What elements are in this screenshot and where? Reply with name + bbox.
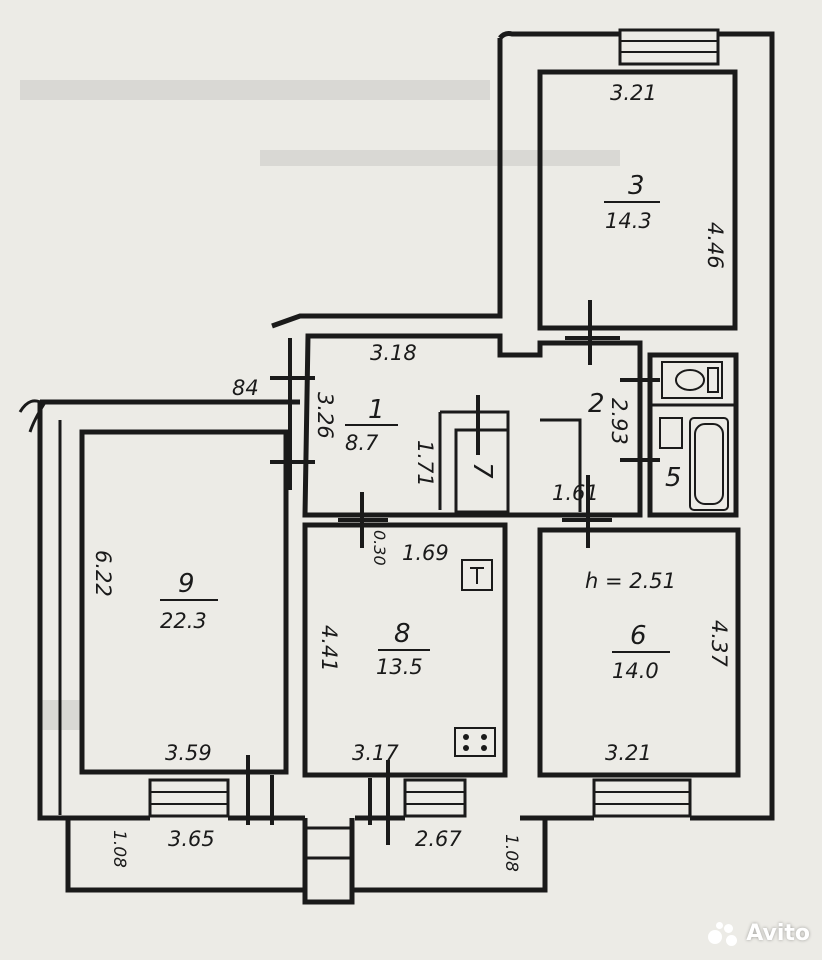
- room-9-width: 3.59: [165, 741, 212, 765]
- room-8-number: 8: [394, 619, 411, 649]
- room-3-outline: [537, 69, 738, 331]
- door-marks: [246, 300, 660, 845]
- room-9-length: 6.22: [91, 550, 115, 597]
- room-2-number: 2: [588, 389, 605, 419]
- room-2-side: 2.93: [607, 398, 631, 445]
- room-3-width: 3.21: [610, 81, 657, 105]
- avito-wordmark: Avito: [746, 921, 810, 946]
- room-9-area: 22.3: [160, 609, 207, 633]
- room-6-width: 3.21: [605, 741, 652, 765]
- room-8-outline: [302, 522, 508, 778]
- balcony-left-width: 3.65: [168, 827, 215, 851]
- room-5-outline: [647, 352, 739, 518]
- room-3-length: 4.46: [703, 222, 727, 269]
- bathtub-icon: [659, 417, 729, 511]
- room-1-right: 1.71: [413, 440, 437, 487]
- room-1-area: 8.7: [345, 431, 379, 455]
- room-1-outline: [302, 333, 643, 518]
- room-7-number: 7: [467, 462, 497, 479]
- wall-break-mark: [18, 399, 47, 433]
- avito-logo-icon: [708, 921, 742, 946]
- room-2-bottom: 1.61: [552, 481, 599, 505]
- balcony-right: [349, 818, 548, 893]
- ceiling-height: h = 2.51: [585, 569, 676, 593]
- stove-icon: [454, 727, 496, 757]
- wall-84-label: 84: [232, 376, 259, 400]
- room-7-outline: [454, 428, 510, 514]
- room-8-niche: 0.30: [370, 530, 389, 566]
- room-9-number: 9: [178, 569, 195, 599]
- avito-watermark: Avito: [708, 921, 810, 946]
- toilet-icon: [661, 361, 723, 399]
- room-6-area: 14.0: [612, 659, 659, 683]
- balcony-entry: [302, 828, 355, 905]
- room-1-number: 1: [368, 395, 385, 425]
- room-1-left: 3.26: [313, 392, 337, 439]
- room-3-area: 14.3: [605, 209, 652, 233]
- outer-walls: [37, 31, 775, 821]
- room-6-number: 6: [630, 621, 647, 651]
- room-6-length: 4.37: [707, 620, 731, 667]
- balcony-left-depth: 1.08: [109, 830, 129, 868]
- room-9-outline: [79, 429, 289, 775]
- room-3-number: 3: [628, 171, 645, 201]
- room-8-top: 1.69: [402, 541, 449, 565]
- room-6-outline: [537, 527, 741, 778]
- room-5-number: 5: [665, 463, 682, 493]
- room-8-width: 3.17: [352, 741, 399, 765]
- sink-icon: [461, 559, 493, 591]
- balcony-right-width: 2.67: [415, 827, 462, 851]
- window-room-6: [592, 778, 692, 818]
- room-8-length: 4.41: [317, 625, 341, 672]
- window-room-8: [403, 778, 467, 818]
- room-1-width: 3.18: [370, 341, 417, 365]
- room-8-area: 13.5: [376, 655, 423, 679]
- balcony-right-depth: 1.08: [501, 834, 521, 872]
- window-top: [618, 28, 720, 66]
- window-room-9: [148, 778, 230, 818]
